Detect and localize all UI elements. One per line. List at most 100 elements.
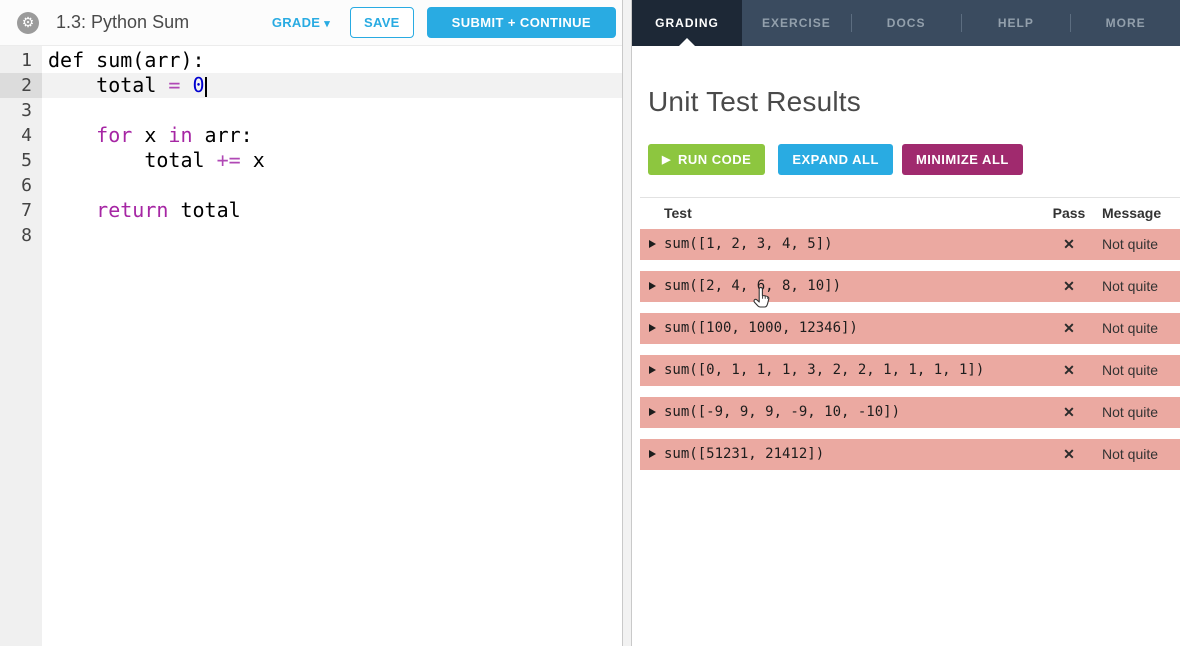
- run-code-label: RUN CODE: [677, 152, 752, 167]
- grade-dropdown[interactable]: GRADE ▾: [272, 15, 330, 30]
- active-tab-notch: [679, 38, 695, 46]
- fail-x-icon: ✕: [1063, 278, 1075, 294]
- tab-label: EXERCISE: [762, 16, 831, 30]
- code-line-2-active: total = 0: [42, 73, 622, 98]
- save-button[interactable]: SAVE: [350, 7, 414, 38]
- line-number: 3: [21, 100, 32, 121]
- code-token: [48, 198, 96, 222]
- code-token-keyword: return: [96, 198, 169, 222]
- test-row[interactable]: sum([2, 4, 6, 8, 10]) ✕ Not quite: [640, 271, 1180, 302]
- line-number: 8: [21, 225, 32, 246]
- chevron-down-icon: ▾: [324, 18, 331, 30]
- code-line-4: for x in arr:: [42, 123, 622, 148]
- test-row[interactable]: sum([-9, 9, 9, -9, 10, -10]) ✕ Not quite: [640, 397, 1180, 428]
- tab-exercise[interactable]: EXERCISE: [742, 0, 851, 46]
- code-line-5: total += x: [42, 148, 622, 173]
- code-token-operator: =: [168, 73, 181, 97]
- fail-x-icon: ✕: [1063, 320, 1075, 336]
- test-call: sum([2, 4, 6, 8, 10]): [664, 278, 842, 294]
- tab-label: GRADING: [655, 16, 719, 30]
- code-token: x: [132, 123, 169, 147]
- column-header-pass: Pass: [1052, 205, 1086, 221]
- line-number: 1: [21, 50, 32, 71]
- editor-toolbar: ⚙ 1.3: Python Sum GRADE ▾ SAVE SUBMIT + …: [0, 0, 622, 46]
- line-number: 5: [21, 150, 32, 171]
- caret-right-icon[interactable]: [649, 282, 656, 290]
- line-number: 7: [21, 200, 32, 221]
- fail-x-icon: ✕: [1063, 362, 1075, 378]
- tab-label: DOCS: [886, 16, 926, 30]
- code-token-keyword: in: [168, 123, 193, 147]
- nav-separator: [1070, 14, 1072, 32]
- fail-x-icon: ✕: [1063, 236, 1075, 252]
- test-message: Not quite: [1102, 320, 1159, 336]
- line-number: 6: [21, 175, 32, 196]
- test-call: sum([-9, 9, 9, -9, 10, -10]): [664, 404, 901, 420]
- column-header-test: Test: [664, 205, 692, 221]
- test-row[interactable]: sum([1, 2, 3, 4, 5]) ✕ Not quite: [640, 229, 1180, 260]
- expand-all-button[interactable]: EXPAND ALL: [778, 144, 893, 175]
- test-call: sum([100, 1000, 12346]): [664, 320, 858, 336]
- fail-x-icon: ✕: [1063, 446, 1075, 462]
- test-results-table: Test Pass Message sum([1, 2, 3, 4, 5]) ✕…: [640, 197, 1180, 470]
- pane-splitter[interactable]: [622, 0, 632, 646]
- action-buttons: ▶ RUN CODE EXPAND ALL MINIMIZE ALL: [648, 144, 1180, 175]
- line-number-gutter: 1 2 3 4 5 6 7 8: [0, 46, 42, 646]
- test-message: Not quite: [1102, 278, 1159, 294]
- code-token: total: [48, 73, 169, 97]
- tab-more[interactable]: MORE: [1071, 0, 1180, 46]
- test-row[interactable]: sum([0, 1, 1, 1, 3, 2, 2, 1, 1, 1, 1]) ✕…: [640, 355, 1180, 386]
- submit-continue-button[interactable]: SUBMIT + CONTINUE: [426, 7, 616, 38]
- settings-gear-icon[interactable]: ⚙: [17, 11, 39, 34]
- panel-nav: GRADING EXERCISE DOCS HELP MORE: [632, 0, 1180, 46]
- caret-right-icon[interactable]: [649, 450, 656, 458]
- test-call: sum([0, 1, 1, 1, 3, 2, 2, 1, 1, 1, 1]): [664, 362, 985, 378]
- caret-right-icon[interactable]: [649, 408, 656, 416]
- code-token: def sum(arr):: [48, 48, 205, 72]
- nav-separator: [960, 14, 962, 32]
- code-line-6: [42, 173, 622, 198]
- code-token-operator: +=: [216, 148, 241, 172]
- fail-x-icon: ✕: [1063, 404, 1075, 420]
- test-message: Not quite: [1102, 362, 1159, 378]
- code-token: [48, 123, 96, 147]
- text-cursor: [204, 77, 207, 97]
- test-row[interactable]: sum([100, 1000, 12346]) ✕ Not quite: [640, 313, 1180, 344]
- code-token: arr:: [192, 123, 253, 147]
- line-number-active: 2: [0, 73, 42, 98]
- tab-grading[interactable]: GRADING: [632, 0, 742, 46]
- nav-separator: [850, 14, 852, 32]
- code-line-7: return total: [42, 198, 622, 223]
- exercise-title: 1.3: Python Sum: [56, 12, 190, 32]
- code-token: x: [240, 148, 265, 172]
- unit-test-results-heading: Unit Test Results: [648, 86, 861, 117]
- code-editor[interactable]: 1 2 3 4 5 6 7 8 def sum(arr): total = 0 …: [0, 46, 622, 646]
- column-header-message: Message: [1102, 205, 1162, 221]
- tab-docs[interactable]: DOCS: [852, 0, 961, 46]
- grade-dropdown-label: GRADE: [271, 15, 321, 30]
- minimize-all-button[interactable]: MINIMIZE ALL: [901, 144, 1023, 175]
- caret-right-icon[interactable]: [649, 240, 656, 248]
- test-message: Not quite: [1102, 446, 1159, 462]
- caret-right-icon[interactable]: [649, 366, 656, 374]
- test-call: sum([51231, 21412]): [664, 446, 825, 462]
- tab-label: HELP: [997, 16, 1034, 30]
- play-icon: ▶: [662, 154, 671, 166]
- code-token: [180, 73, 192, 97]
- test-row[interactable]: sum([51231, 21412]) ✕ Not quite: [640, 439, 1180, 470]
- test-message: Not quite: [1102, 404, 1159, 420]
- grading-content: Unit Test Results ▶ RUN CODE EXPAND ALL …: [632, 86, 1180, 470]
- grading-panel: GRADING EXERCISE DOCS HELP MORE Unit Tes…: [632, 0, 1180, 646]
- tab-label: MORE: [1105, 16, 1146, 30]
- caret-right-icon[interactable]: [649, 324, 656, 332]
- table-header: Test Pass Message: [640, 198, 1180, 229]
- code-area[interactable]: def sum(arr): total = 0 for x in arr: to…: [42, 46, 622, 646]
- code-line-8: [42, 223, 622, 248]
- code-token-number: 0: [192, 73, 205, 97]
- run-code-button[interactable]: ▶ RUN CODE: [648, 144, 766, 175]
- code-line-1: def sum(arr):: [42, 48, 622, 73]
- code-line-3: [42, 98, 622, 123]
- line-number: 4: [21, 125, 32, 146]
- tab-help[interactable]: HELP: [962, 0, 1071, 46]
